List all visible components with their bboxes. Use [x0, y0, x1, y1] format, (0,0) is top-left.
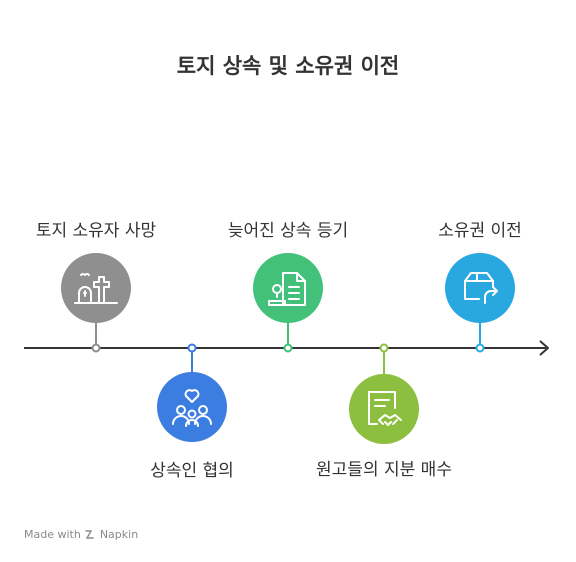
marker-step-2 [187, 343, 197, 353]
box-transfer-icon [464, 272, 498, 304]
marker-step-3 [283, 343, 293, 353]
step-5-label: 소유권 이전 [438, 221, 522, 241]
step-1-label: 토지 소유자 사망 [35, 221, 157, 241]
contract-handshake-icon [368, 391, 402, 426]
step-4-label: 원고들의 지분 매수 [316, 460, 452, 480]
step-3-label: 늦어진 상속 등기 [227, 221, 349, 241]
marker-step-4 [379, 343, 389, 353]
step-2-label: 상속인 협의 [150, 461, 234, 481]
watermark-made-with: Made with [24, 528, 81, 541]
step-4-node [349, 374, 419, 444]
napkin-logo-icon [85, 530, 94, 539]
step-2-node [157, 372, 227, 442]
watermark: Made with Napkin [24, 528, 138, 541]
step-1-node [61, 253, 131, 323]
page-title: 토지 상속 및 소유권 이전 [176, 54, 400, 78]
watermark-brand: Napkin [99, 528, 139, 541]
marker-step-5 [475, 343, 485, 353]
document-stamp-icon [268, 272, 306, 306]
step-5-node [445, 253, 515, 323]
step-3-node [253, 253, 323, 323]
marker-step-1 [91, 343, 101, 353]
timeline-arrowhead [539, 340, 549, 356]
family-heart-icon [172, 389, 212, 427]
gravestone-icon [74, 273, 118, 304]
